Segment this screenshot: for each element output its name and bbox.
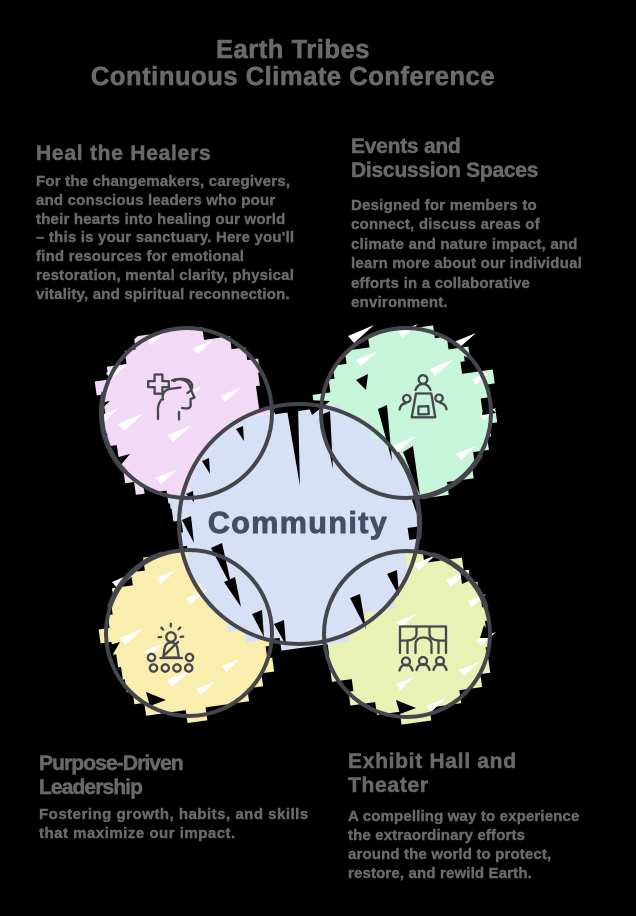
svg-text:Community: Community <box>208 506 388 540</box>
